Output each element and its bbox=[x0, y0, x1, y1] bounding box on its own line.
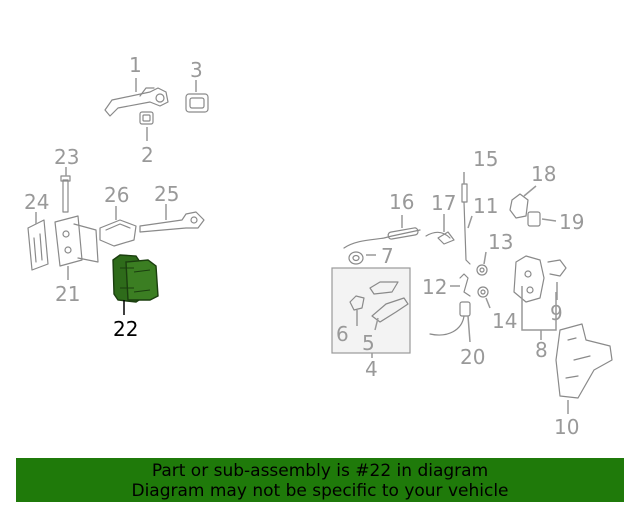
part-10-panel[interactable] bbox=[555, 323, 613, 399]
banner-line-2: Diagram may not be specific to your vehi… bbox=[131, 481, 509, 501]
callout-9[interactable]: 9 bbox=[550, 301, 563, 325]
info-banner: Part or sub-assembly is #22 in diagram D… bbox=[16, 458, 624, 502]
callout-1[interactable]: 1 bbox=[129, 53, 142, 77]
callout-25[interactable]: 25 bbox=[154, 182, 179, 206]
callout-6[interactable]: 6 bbox=[336, 322, 349, 346]
part-26-bumper[interactable] bbox=[99, 219, 137, 247]
leader-lines bbox=[35, 78, 569, 414]
part-21-hinge[interactable] bbox=[54, 215, 99, 267]
callout-7[interactable]: 7 bbox=[381, 244, 394, 268]
part-25-check-link[interactable] bbox=[139, 211, 205, 233]
part-11-rod[interactable] bbox=[463, 201, 471, 265]
callout-12[interactable]: 12 bbox=[422, 275, 447, 299]
callout-15[interactable]: 15 bbox=[473, 147, 498, 171]
part-22-hinge-plates-highlighted[interactable] bbox=[112, 254, 159, 303]
callout-2[interactable]: 2 bbox=[141, 143, 154, 167]
part-5-inside-handle[interactable] bbox=[371, 297, 409, 323]
callout-21[interactable]: 21 bbox=[55, 282, 80, 306]
part-19-clip[interactable] bbox=[527, 211, 541, 227]
part-24-shim[interactable] bbox=[27, 219, 49, 271]
part-9-striker[interactable] bbox=[547, 259, 567, 277]
callout-3[interactable]: 3 bbox=[190, 58, 203, 82]
part-18-bracket[interactable] bbox=[509, 193, 529, 219]
part-1-outside-handle[interactable] bbox=[104, 87, 169, 117]
callout-23[interactable]: 23 bbox=[54, 145, 79, 169]
callout-17[interactable]: 17 bbox=[431, 191, 456, 215]
callout-10[interactable]: 10 bbox=[554, 415, 579, 439]
callout-24[interactable]: 24 bbox=[24, 190, 49, 214]
part-7-grommet[interactable] bbox=[348, 251, 364, 265]
part-inside-handle-bezel[interactable] bbox=[369, 281, 399, 295]
part-16-cable[interactable] bbox=[343, 227, 451, 249]
callout-11[interactable]: 11 bbox=[473, 194, 498, 218]
part-latch-assembly[interactable] bbox=[513, 255, 545, 303]
part-6-clip[interactable] bbox=[349, 295, 365, 311]
callout-19[interactable]: 19 bbox=[559, 210, 584, 234]
part-2-gasket[interactable] bbox=[139, 111, 154, 125]
part-13-grommet[interactable] bbox=[476, 264, 488, 276]
part-20-cable[interactable] bbox=[429, 301, 471, 336]
callout-13[interactable]: 13 bbox=[488, 230, 513, 254]
callout-26[interactable]: 26 bbox=[104, 183, 129, 207]
part-12-clip[interactable] bbox=[459, 273, 471, 297]
callout-14[interactable]: 14 bbox=[492, 309, 517, 333]
part-23-pin[interactable] bbox=[60, 175, 71, 213]
callout-4[interactable]: 4 bbox=[365, 357, 378, 381]
callout-20[interactable]: 20 bbox=[460, 345, 485, 369]
part-14-grommet[interactable] bbox=[477, 286, 489, 298]
callout-5[interactable]: 5 bbox=[362, 331, 375, 355]
callouts: 1 2 3 23 24 26 25 21 22 15 18 16 17 11 1… bbox=[24, 53, 584, 439]
callout-18[interactable]: 18 bbox=[531, 162, 556, 186]
part-15-rod[interactable] bbox=[461, 183, 468, 203]
callout-22[interactable]: 22 bbox=[113, 317, 138, 341]
banner-line-1: Part or sub-assembly is #22 in diagram bbox=[151, 461, 489, 481]
callout-16[interactable]: 16 bbox=[389, 190, 414, 214]
part-17-clip[interactable] bbox=[437, 231, 455, 245]
callout-8[interactable]: 8 bbox=[535, 338, 548, 362]
part-3-bezel[interactable] bbox=[185, 93, 209, 113]
